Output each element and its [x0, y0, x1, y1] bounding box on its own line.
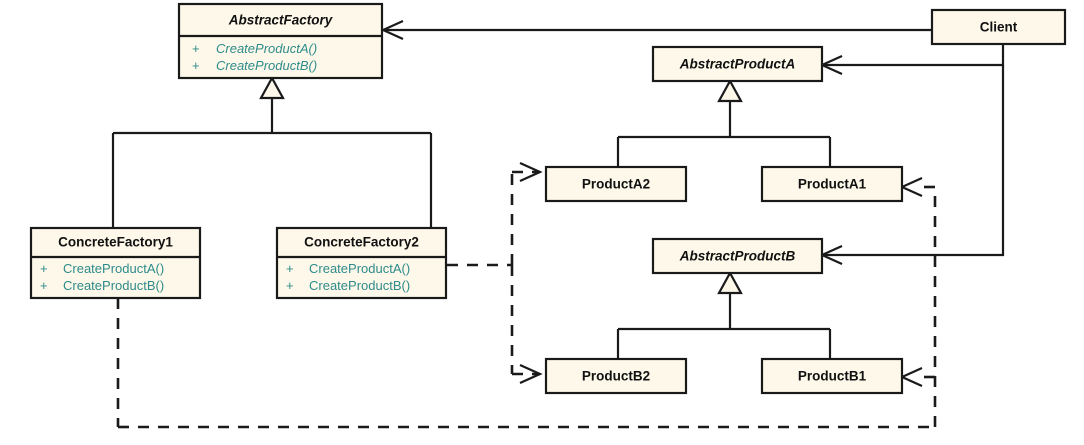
operation-visibility: + — [40, 278, 48, 293]
generalization-triangle-abstractfactory — [259, 75, 285, 100]
connector-layer — [111, 19, 1005, 429]
operation-visibility: + — [192, 58, 200, 73]
generalization-triangle-abstractproducta — [717, 78, 743, 103]
class-name-abstract-product-a: AbstractProductA — [679, 57, 796, 72]
association-client-abstractproducta[interactable] — [819, 44, 1005, 76]
class-name-client: Client — [980, 20, 1018, 35]
class-name-abstract-product-b: AbstractProductB — [679, 249, 796, 264]
class-product-a2[interactable]: ProductA2 — [544, 165, 688, 203]
operation-signature: CreateProductA() — [63, 261, 164, 276]
class-name-concrete-factory-1: ConcreteFactory1 — [58, 235, 173, 250]
class-name-abstract-factory: AbstractFactory — [228, 13, 334, 28]
generalization-producta-abstractproducta[interactable] — [616, 78, 832, 167]
generalization-productb-abstractproductb[interactable] — [616, 270, 832, 359]
dependency-arrow-productb1 — [899, 366, 923, 388]
class-abstract-product-a[interactable]: AbstractProductA — [651, 45, 824, 83]
generalization-triangle-abstractproductb — [717, 270, 743, 295]
class-concrete-factory-2[interactable]: ConcreteFactory2 + CreateProductA() + Cr… — [275, 226, 448, 300]
generalization-concretefactories-abstractfactory[interactable] — [111, 75, 433, 228]
dependency-arrow-producta1 — [899, 176, 923, 198]
operation-visibility: + — [286, 261, 294, 276]
operation-visibility: + — [40, 261, 48, 276]
dependency-arrow-producta2 — [519, 161, 543, 183]
operation-signature: CreateProductA() — [309, 261, 410, 276]
class-abstract-factory[interactable]: AbstractFactory + CreateProductA() + Cre… — [177, 2, 384, 80]
class-abstract-product-b[interactable]: AbstractProductB — [651, 237, 824, 275]
class-product-b1[interactable]: ProductB1 — [760, 357, 904, 395]
dependency-arrow-productb2 — [519, 363, 543, 385]
operation-signature: CreateProductB() — [63, 278, 164, 293]
class-name-product-b2: ProductB2 — [582, 369, 650, 384]
class-product-a1[interactable]: ProductA1 — [760, 165, 904, 203]
class-name-product-a2: ProductA2 — [582, 177, 650, 192]
class-name-product-b1: ProductB1 — [798, 369, 867, 384]
dependency-concretefactory2-products[interactable] — [447, 161, 543, 385]
operation-visibility: + — [286, 278, 294, 293]
class-product-b2[interactable]: ProductB2 — [544, 357, 688, 395]
class-concrete-factory-1[interactable]: ConcreteFactory1 + CreateProductA() + Cr… — [29, 226, 202, 300]
operation-visibility: + — [192, 41, 200, 56]
association-client-abstractfactory[interactable] — [380, 19, 932, 41]
operation-signature: CreateProductB() — [216, 58, 317, 73]
operation-signature: CreateProductA() — [216, 41, 317, 56]
class-client[interactable]: Client — [930, 8, 1067, 46]
operation-signature: CreateProductB() — [309, 278, 410, 293]
association-client-abstractproductb[interactable] — [819, 65, 1005, 266]
class-name-product-a1: ProductA1 — [798, 177, 867, 192]
class-name-concrete-factory-2: ConcreteFactory2 — [304, 235, 419, 250]
